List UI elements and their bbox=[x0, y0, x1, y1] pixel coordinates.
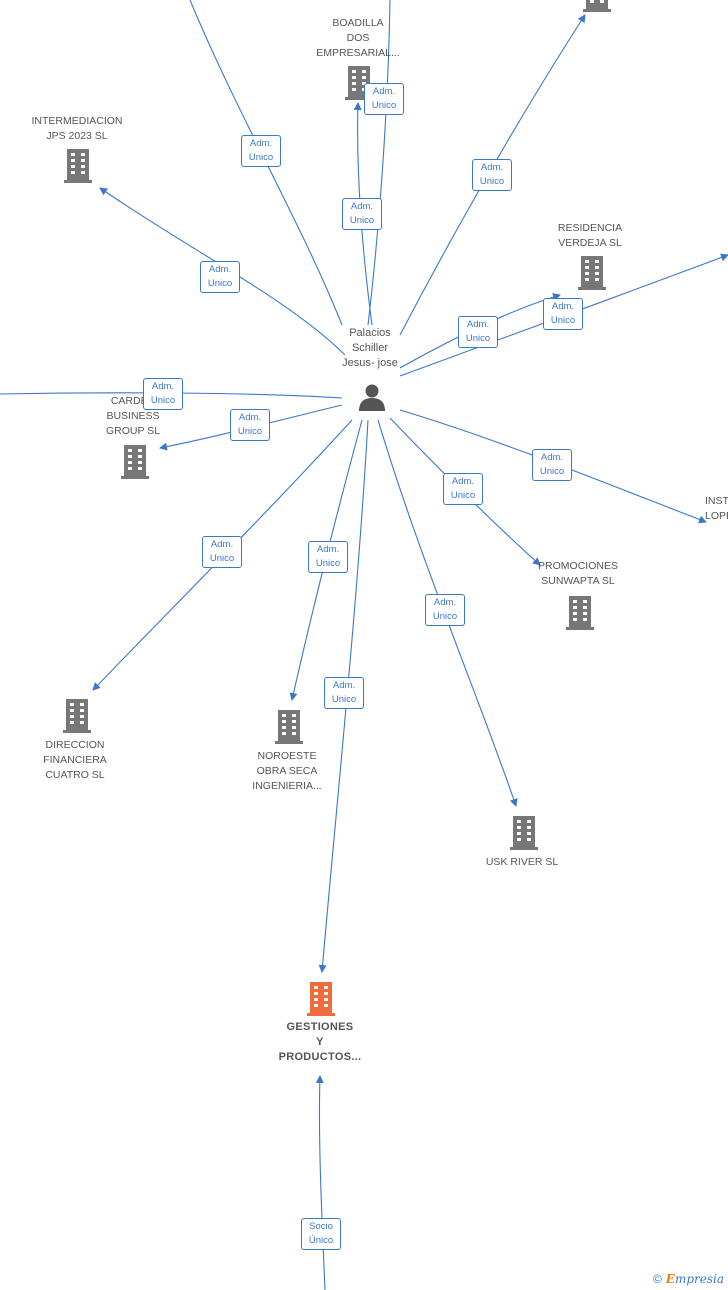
relation-badge[interactable]: Adm.Unico bbox=[443, 473, 483, 505]
company-inst-label[interactable]: INST LOPE bbox=[705, 495, 728, 522]
company-boadilla-label[interactable]: BOADILLA DOS EMPRESARIAL... bbox=[316, 17, 400, 59]
relation-badge[interactable]: Adm.Unico bbox=[200, 261, 240, 293]
building-icon[interactable] bbox=[510, 816, 538, 850]
relation-badge[interactable]: Adm.Unico bbox=[324, 677, 364, 709]
footer-brand[interactable]: ©Empresia bbox=[653, 1272, 724, 1286]
company-intermediacion-label[interactable]: INTERMEDIACION JPS 2023 SL bbox=[31, 115, 123, 142]
edge-socio-from-below bbox=[315, 1075, 326, 1290]
company-direccion-label[interactable]: DIRECCION FINANCIERA CUATRO SL bbox=[43, 739, 107, 781]
focus-building-icon[interactable] bbox=[307, 982, 335, 1016]
person-name[interactable]: Palacios Schiller Jesus- jose bbox=[342, 327, 398, 369]
copyright-symbol: © bbox=[652, 1272, 662, 1286]
building-icon[interactable] bbox=[63, 699, 91, 733]
relation-badge[interactable]: Adm.Unico bbox=[364, 83, 404, 115]
relation-badge[interactable]: Adm.Unico bbox=[308, 541, 348, 573]
company-promociones-label[interactable]: PROMOCIONES SUNWAPTA SL bbox=[538, 560, 618, 587]
building-icon[interactable] bbox=[566, 596, 594, 630]
brand-name: mpresia bbox=[674, 1272, 724, 1286]
focus-company-label[interactable]: GESTIONES Y PRODUCTOS... bbox=[278, 1021, 362, 1063]
relation-badge[interactable]: Adm.Unico bbox=[532, 449, 572, 481]
building-icon[interactable] bbox=[583, 0, 611, 12]
relation-badge[interactable]: Adm.Unico bbox=[425, 594, 465, 626]
company-noroeste-label[interactable]: NOROESTE OBRA SECA INGENIERIA... bbox=[252, 750, 322, 792]
person-icon[interactable] bbox=[357, 382, 387, 412]
relation-badge[interactable]: Adm.Unico bbox=[143, 378, 183, 410]
company-residencia-label[interactable]: RESIDENCIA VERDEJA SL bbox=[557, 222, 623, 249]
relation-badge[interactable]: Adm.Unico bbox=[458, 316, 498, 348]
brand-initial: E bbox=[665, 1272, 675, 1286]
relation-badge[interactable]: Adm.Unico bbox=[342, 198, 382, 230]
edge-offscreen-top bbox=[367, 0, 391, 326]
building-icon[interactable] bbox=[121, 445, 149, 479]
relation-badge[interactable]: Adm.Unico bbox=[241, 135, 281, 167]
building-icon[interactable] bbox=[275, 710, 303, 744]
relation-badge[interactable]: Adm.Unico bbox=[230, 409, 270, 441]
relation-badge[interactable]: Adm.Unico bbox=[543, 298, 583, 330]
relation-badge[interactable]: Adm.Unico bbox=[472, 159, 512, 191]
building-icon[interactable] bbox=[578, 256, 606, 290]
edge-offscreen-topleft bbox=[189, 0, 343, 326]
company-uskriver-label[interactable]: USK RIVER SL bbox=[485, 856, 559, 868]
building-icon[interactable] bbox=[64, 149, 92, 183]
relation-badge[interactable]: Adm.Unico bbox=[202, 536, 242, 568]
